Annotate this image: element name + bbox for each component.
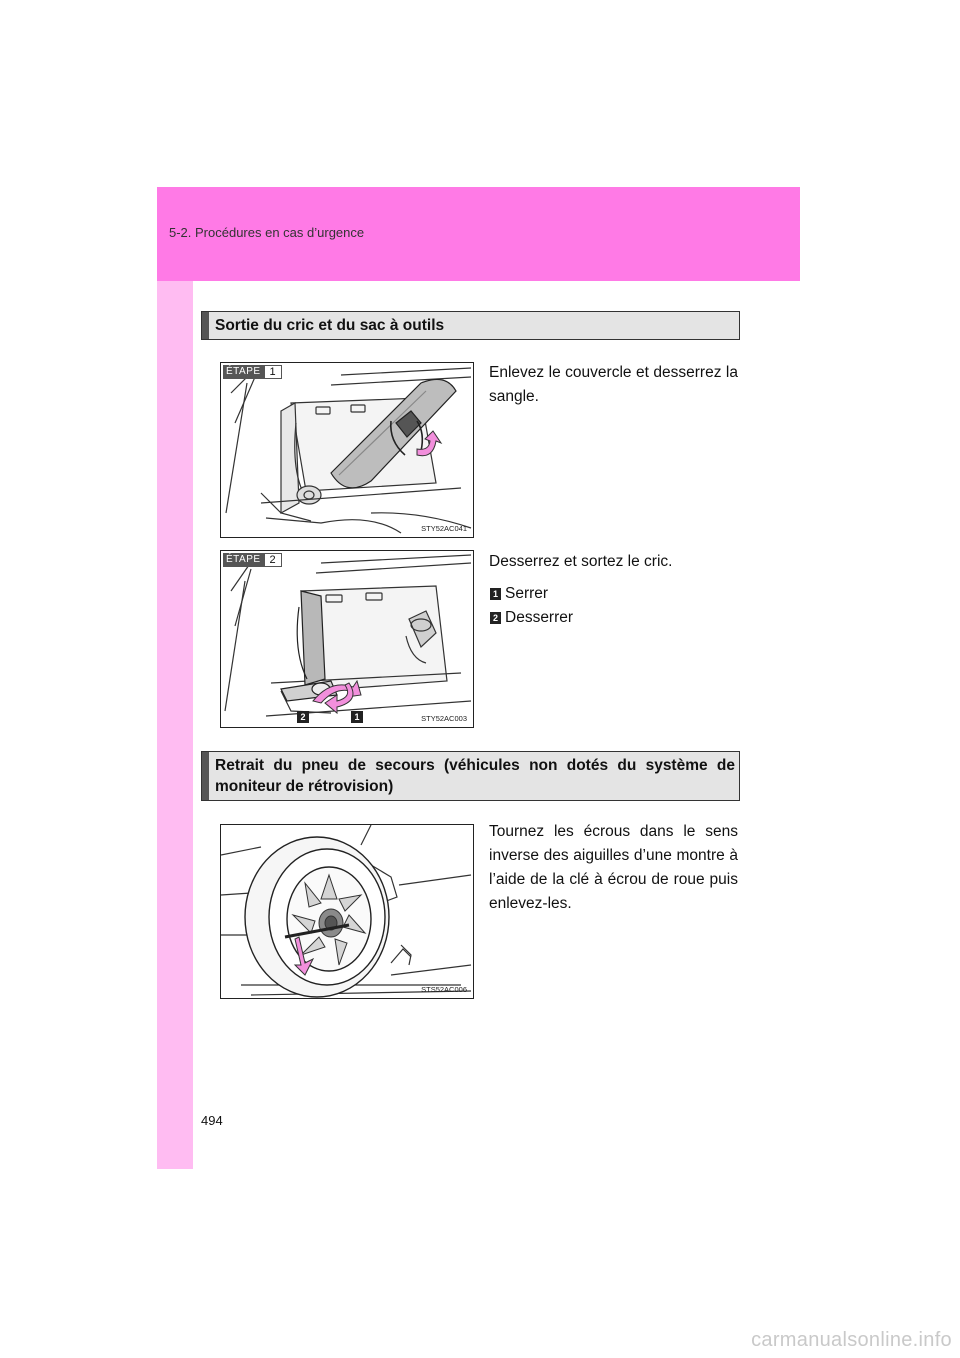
- section-title-jack: Sortie du cric et du sac à outils: [201, 311, 740, 340]
- page-number: 494: [201, 1113, 223, 1128]
- step-badge-1: ÉTAPE 1: [223, 365, 282, 379]
- jack-cover-illustration: [225, 367, 472, 534]
- section-title-text: Sortie du cric et du sac à outils: [215, 317, 445, 334]
- rotation-arrow-icon: [416, 430, 443, 457]
- figure-code: STS52AC006: [421, 985, 467, 994]
- legend-label: Desserrer: [505, 609, 574, 626]
- step-badge-2: ÉTAPE 2: [223, 553, 282, 567]
- section-title-bar: [202, 752, 209, 800]
- legend-item-tighten: 1 Serrer: [490, 585, 548, 603]
- jack-loosen-illustration: [224, 554, 472, 717]
- section-title-text: Retrait du pneu de secours (véhicules no…: [215, 757, 735, 795]
- figure-code: STY52AC003: [421, 714, 467, 723]
- legend-badge: 2: [490, 612, 501, 624]
- spare-tire-illustration: [221, 825, 472, 998]
- watermark: carmanualsonline.info: [751, 1329, 952, 1351]
- step-2-text: Desserrez et sortez le cric.: [489, 553, 673, 570]
- figure-step-2: ÉTAPE 2 2 1 STY52AC003: [220, 550, 474, 728]
- legend-badge: 1: [490, 588, 501, 600]
- step-1-text: Enlevez le couvercle et desserrez la san…: [489, 364, 738, 405]
- step-label: ÉTAPE: [223, 365, 264, 379]
- side-strip: [157, 281, 193, 1169]
- down-arrow-icon: [293, 936, 315, 976]
- step-number: 2: [263, 553, 282, 567]
- legend-item-loosen: 2 Desserrer: [490, 609, 573, 627]
- figure-step-1: ÉTAPE 1 STY52AC041: [220, 362, 474, 538]
- figure-spare-tire: STS52AC006: [220, 824, 474, 999]
- section-title-bar: [202, 312, 209, 339]
- step-number: 1: [263, 365, 282, 379]
- figure-callout-1: 1: [351, 711, 363, 723]
- section-title-spare-tire: Retrait du pneu de secours (véhicules no…: [201, 751, 740, 801]
- figure-code: STY52AC041: [421, 524, 467, 533]
- legend-label: Serrer: [505, 585, 549, 602]
- step-label: ÉTAPE: [223, 553, 264, 567]
- section-breadcrumb: 5-2. Procédures en cas d’urgence: [169, 225, 365, 240]
- rotation-arrow-icon: [324, 682, 354, 715]
- header-band: [157, 187, 800, 281]
- spare-tire-text: Tournez les écrous dans le sens inverse …: [489, 823, 738, 912]
- figure-callout-2: 2: [297, 711, 309, 723]
